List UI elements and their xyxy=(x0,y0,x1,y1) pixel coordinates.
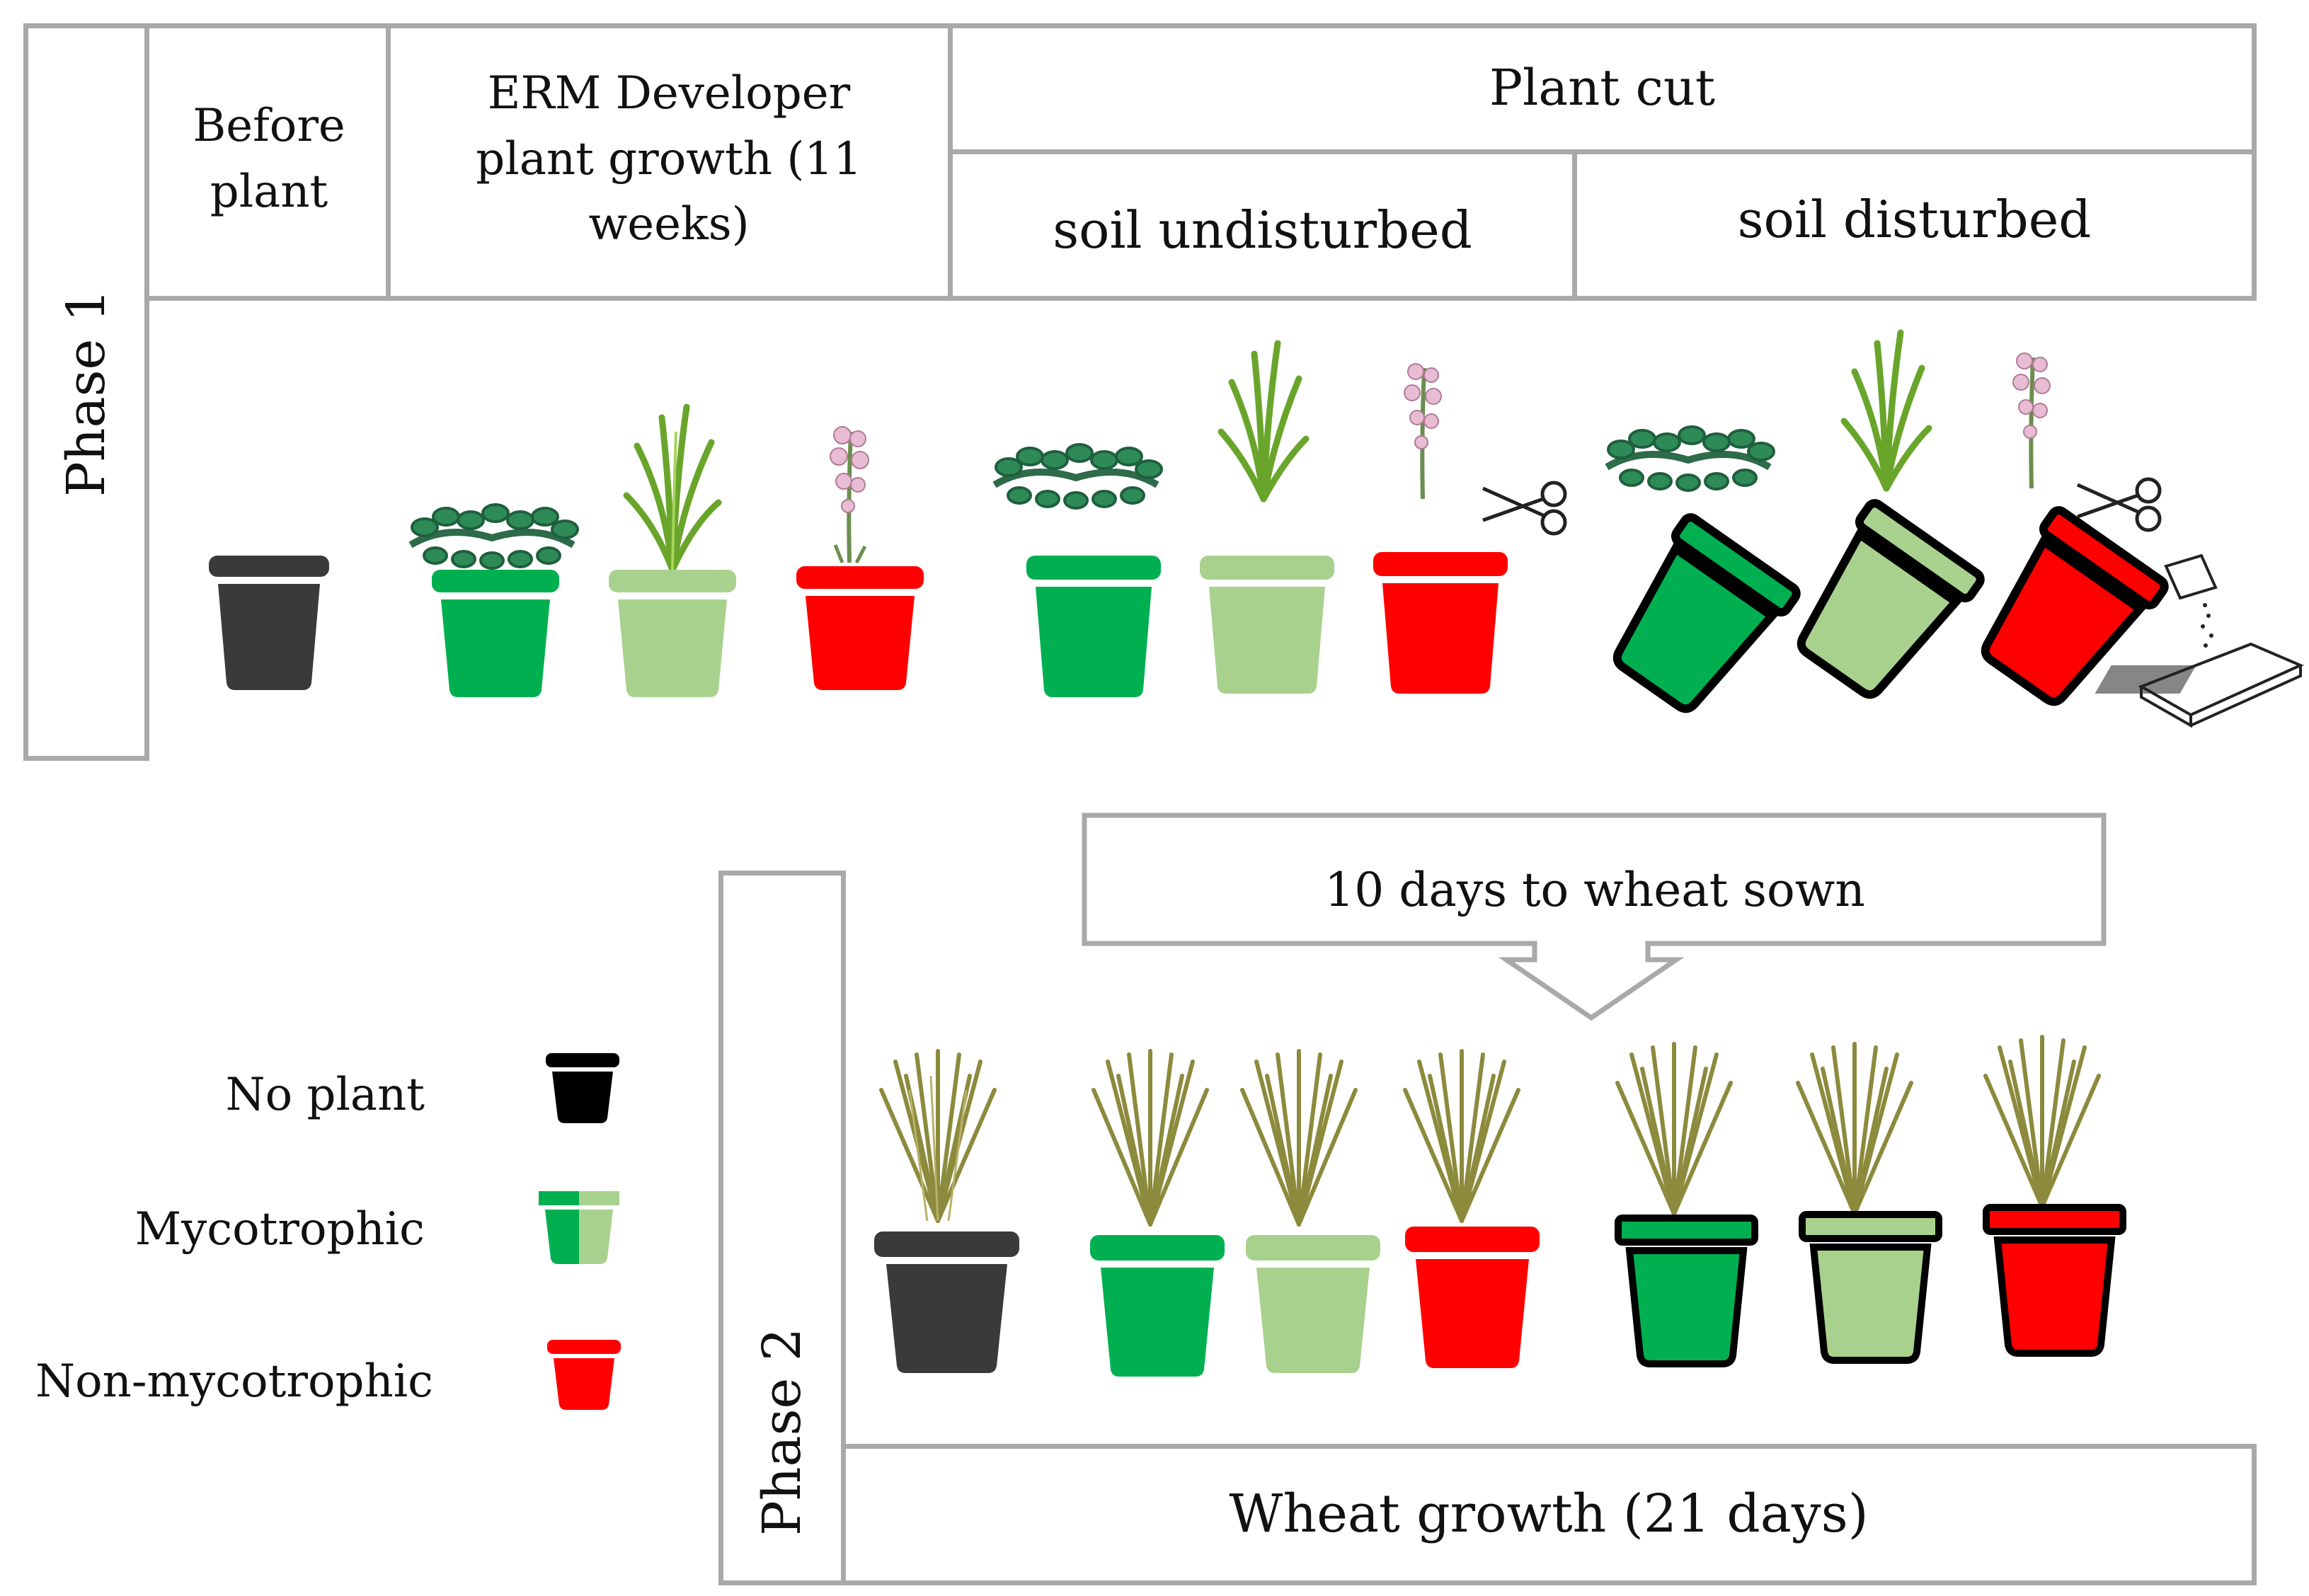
pot-mycotrophic-light xyxy=(609,570,736,697)
pot-non-mycotrophic xyxy=(1373,552,1508,694)
pot-no-plant xyxy=(209,556,329,690)
wheat-icon xyxy=(879,1049,997,1223)
legend-pot-no-plant xyxy=(546,1053,619,1123)
disturbed-leafy-shrub-icon xyxy=(1605,425,1775,492)
pot-non-mycotrophic xyxy=(796,566,924,690)
pot-mycotrophic-light-outlined xyxy=(1799,1211,1942,1364)
header-before-plant: Before plant xyxy=(193,100,345,218)
wheat-icon xyxy=(1615,1042,1733,1216)
wheat-icon xyxy=(1240,1049,1358,1227)
wheat-icon xyxy=(1092,1049,1209,1227)
wheat-icon xyxy=(1983,1035,2101,1209)
header-plant-cut-box xyxy=(948,23,2257,154)
wheat-growth-label: Wheat growth (21 days) xyxy=(1229,1483,1869,1545)
tilted-pot-non-mycotrophic xyxy=(1981,506,2169,706)
phase2-label: Phase 2 xyxy=(752,1328,813,1536)
soil-pour-icon xyxy=(2095,553,2304,728)
pot-mycotrophic-light xyxy=(1246,1235,1380,1373)
legend-pot-mycotrophic xyxy=(539,1191,619,1264)
legend-label-non-mycotrophic: Non-mycotrophic xyxy=(35,1355,433,1408)
cut-grass-icon xyxy=(1217,340,1310,503)
scissors-icon xyxy=(1482,481,1567,536)
legend-label-no-plant: No plant xyxy=(225,1069,425,1121)
header-soil-undisturbed: soil undisturbed xyxy=(1053,200,1472,260)
header-before-plant-box xyxy=(144,23,391,301)
cut-flower-icon xyxy=(1404,363,1442,500)
pot-no-plant xyxy=(874,1232,1019,1373)
wheat-icon xyxy=(1403,1049,1520,1223)
pot-mycotrophic-dark xyxy=(1026,556,1161,697)
flower-icon xyxy=(830,426,869,564)
phase2-side-box xyxy=(718,871,846,1585)
arrow-callout-text: 10 days to wheat sown xyxy=(1324,862,1865,917)
scissors-icon xyxy=(2076,477,2162,532)
arrow-callout xyxy=(1082,813,2107,1021)
disturbed-flower-icon xyxy=(2012,352,2051,489)
tilted-pot-mycotrophic-light xyxy=(1797,499,1985,699)
disturbed-grass-icon xyxy=(1840,329,1932,492)
wheat-growth-box xyxy=(841,1444,2257,1585)
header-soil-disturbed: soil disturbed xyxy=(1737,189,2092,249)
pot-non-mycotrophic-outlined xyxy=(1983,1204,2126,1357)
phase1-body-border xyxy=(144,296,2257,303)
phase1-label: Phase 1 xyxy=(56,289,117,497)
header-plant-cut: Plant cut xyxy=(1489,59,1716,117)
header-erm-growth: ERM Developer plant growth (11 weeks) xyxy=(476,67,862,251)
pot-mycotrophic-light xyxy=(1200,556,1334,694)
legend-label-mycotrophic: Mycotrophic xyxy=(134,1203,425,1256)
wheat-icon xyxy=(1796,1042,1913,1216)
pot-mycotrophic-dark xyxy=(1090,1235,1225,1377)
pot-mycotrophic-dark-outlined xyxy=(1615,1215,1758,1367)
leafy-shrub-icon xyxy=(408,503,579,570)
pot-non-mycotrophic xyxy=(1405,1227,1540,1368)
grass-icon xyxy=(623,403,722,573)
pot-mycotrophic-dark xyxy=(432,570,559,697)
phase1-side-box xyxy=(23,23,149,761)
legend-pot-non-mycotrophic xyxy=(547,1340,621,1410)
cut-leafy-shrub-icon xyxy=(992,443,1163,510)
tilted-pot-mycotrophic-dark xyxy=(1612,513,1801,713)
